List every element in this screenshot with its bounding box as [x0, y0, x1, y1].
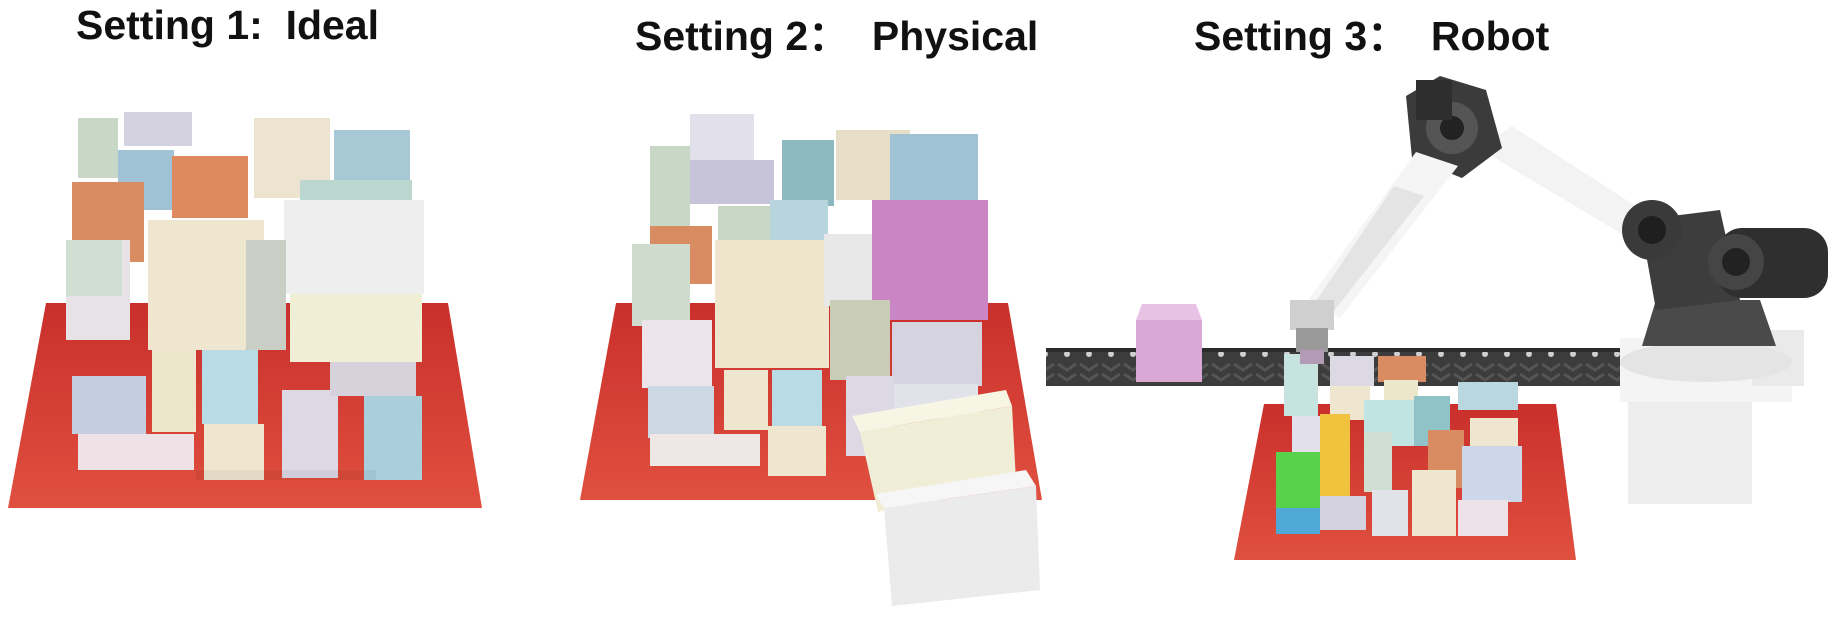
robot-arm — [1290, 76, 1828, 504]
box-stack — [632, 114, 1040, 606]
physical-scene — [580, 114, 1042, 606]
incoming-box — [1136, 304, 1202, 382]
ideal-scene — [8, 112, 482, 508]
box-stack — [1276, 354, 1522, 536]
robot-scene — [1046, 76, 1828, 560]
box-stack — [66, 112, 424, 480]
panel-title-ideal: Setting 1: Ideal — [76, 2, 379, 48]
panel-title-physical: Setting 2： Physical — [635, 13, 1039, 59]
panel-title-robot: Setting 3： Robot — [1194, 13, 1550, 59]
